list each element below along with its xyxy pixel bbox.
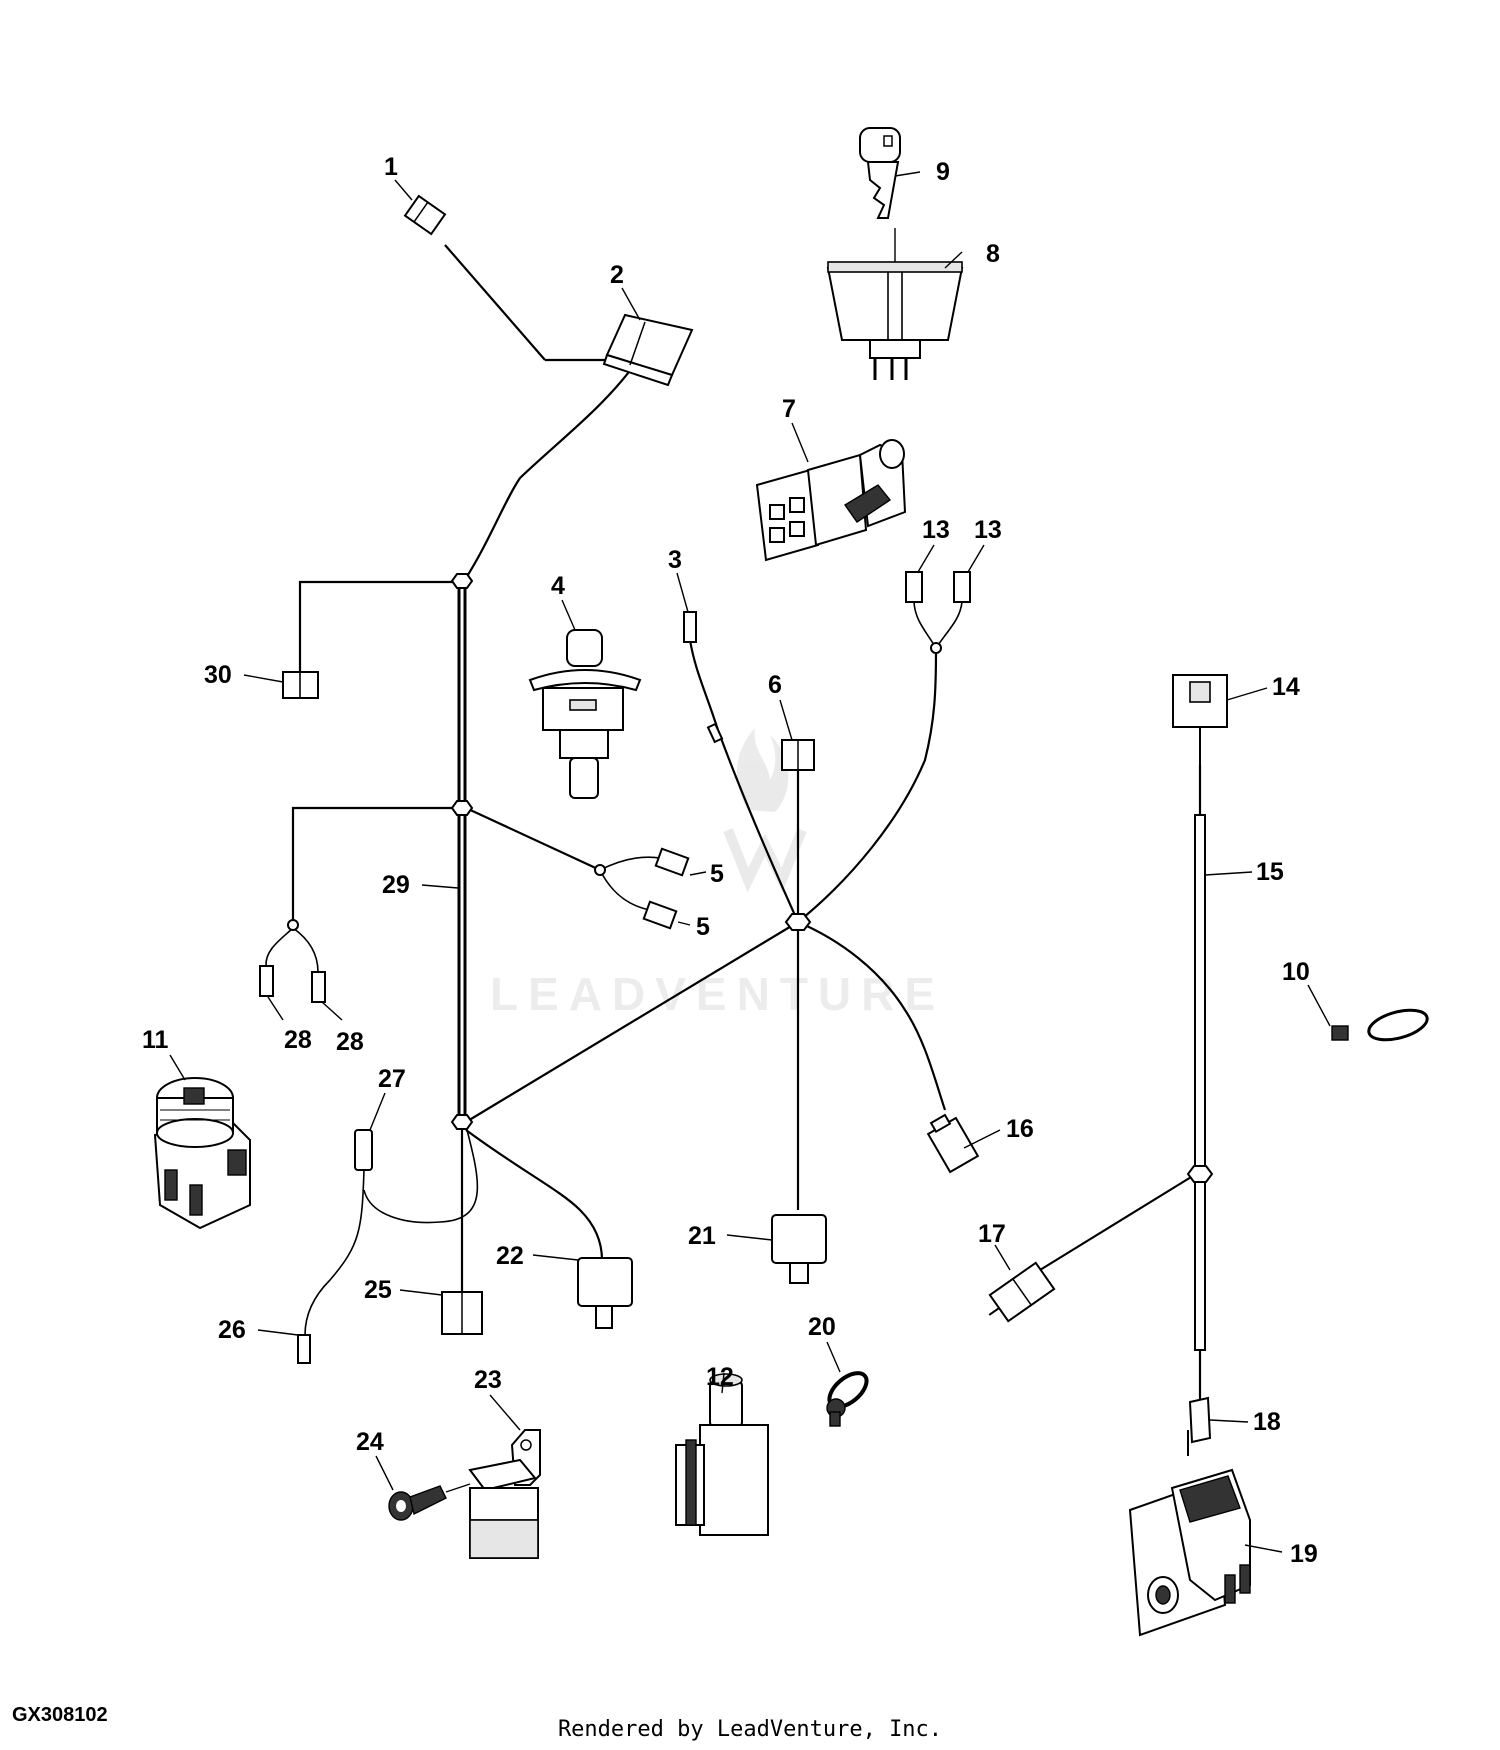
- callout-18: 18: [1253, 1408, 1281, 1436]
- callout-1: 1: [384, 153, 398, 181]
- callout-29: 29: [382, 871, 410, 899]
- connector-icon: [403, 194, 447, 236]
- relay-icon: [577, 1257, 633, 1329]
- right-harness: [1039, 765, 1206, 1420]
- figure-id: GX308102: [12, 1704, 108, 1726]
- connector-icon: [259, 965, 326, 1003]
- leader-lines: [169, 171, 1331, 1553]
- connector-icon: [1172, 674, 1228, 765]
- relay-icon: [468, 1458, 539, 1559]
- callout-3: 3: [668, 546, 682, 574]
- center-harness: [687, 601, 963, 1210]
- callout-9: 9: [936, 158, 950, 186]
- callout-26: 26: [218, 1316, 246, 1344]
- harness-junction-icon: [287, 573, 1214, 1183]
- callout-27: 27: [378, 1065, 406, 1093]
- render-credit: Rendered by LeadVenture, Inc.: [557, 1717, 943, 1742]
- callout-11: 11: [142, 1026, 169, 1054]
- callout-17: 17: [978, 1220, 1006, 1248]
- callout-30: 30: [204, 661, 232, 689]
- callout-6: 6: [768, 671, 782, 699]
- callout-numbers: 1 2 3 4 5 5 6 7 8 9 10 11 12 13 13 14 15…: [142, 153, 1318, 1568]
- callout-28b: 28: [336, 1028, 364, 1056]
- connector-icon: [683, 611, 724, 744]
- callout-7: 7: [782, 395, 796, 423]
- connector-icon: [926, 1113, 980, 1174]
- connector-icon: [297, 1334, 311, 1364]
- callout-24: 24: [356, 1428, 384, 1456]
- callout-21: 21: [688, 1222, 716, 1250]
- light-switch-icon: [1128, 1468, 1251, 1637]
- ignition-switch-icon: [826, 228, 964, 380]
- callout-5a: 5: [710, 860, 724, 888]
- wire-clamp-icon: [826, 1371, 869, 1427]
- connector-icon: [354, 1129, 373, 1171]
- callout-4: 4: [551, 572, 565, 600]
- connector-icon: [282, 671, 319, 699]
- cable-tie-icon: [1331, 1008, 1429, 1042]
- connector-icon: [602, 313, 694, 387]
- connector-icon: [905, 571, 971, 603]
- relay-icon: [771, 1214, 827, 1284]
- callout-20: 20: [808, 1313, 836, 1341]
- screw-icon: [388, 1483, 471, 1521]
- callout-23: 23: [474, 1366, 502, 1394]
- connector-icon: [1187, 1396, 1212, 1456]
- connector-icon: [988, 1261, 1056, 1323]
- watermark-text: LEADVENTURE: [490, 968, 945, 1020]
- harness-trunk: [265, 244, 799, 1336]
- callout-19: 19: [1290, 1540, 1318, 1568]
- callout-28a: 28: [284, 1026, 312, 1054]
- callout-13a: 13: [922, 516, 950, 544]
- callout-5b: 5: [696, 913, 710, 941]
- callout-25: 25: [364, 1276, 392, 1304]
- callout-8: 8: [986, 240, 1000, 268]
- key-icon: [859, 127, 901, 219]
- callout-10: 10: [1282, 958, 1310, 986]
- callout-2: 2: [610, 261, 624, 289]
- connector-icon: [642, 847, 690, 930]
- callout-22: 22: [496, 1242, 524, 1270]
- pto-switch-icon: [153, 1077, 251, 1230]
- seat-switch-icon: [755, 439, 907, 562]
- callout-12: 12: [706, 1363, 734, 1391]
- callout-13b: 13: [974, 516, 1002, 544]
- light-switch-icon: [675, 1373, 769, 1536]
- connector-icon: [781, 739, 815, 771]
- connector-icon: [441, 1291, 483, 1335]
- callout-15: 15: [1256, 858, 1284, 886]
- callout-14: 14: [1272, 673, 1300, 701]
- plunger-switch-icon: [528, 629, 642, 799]
- callout-16: 16: [1006, 1115, 1034, 1143]
